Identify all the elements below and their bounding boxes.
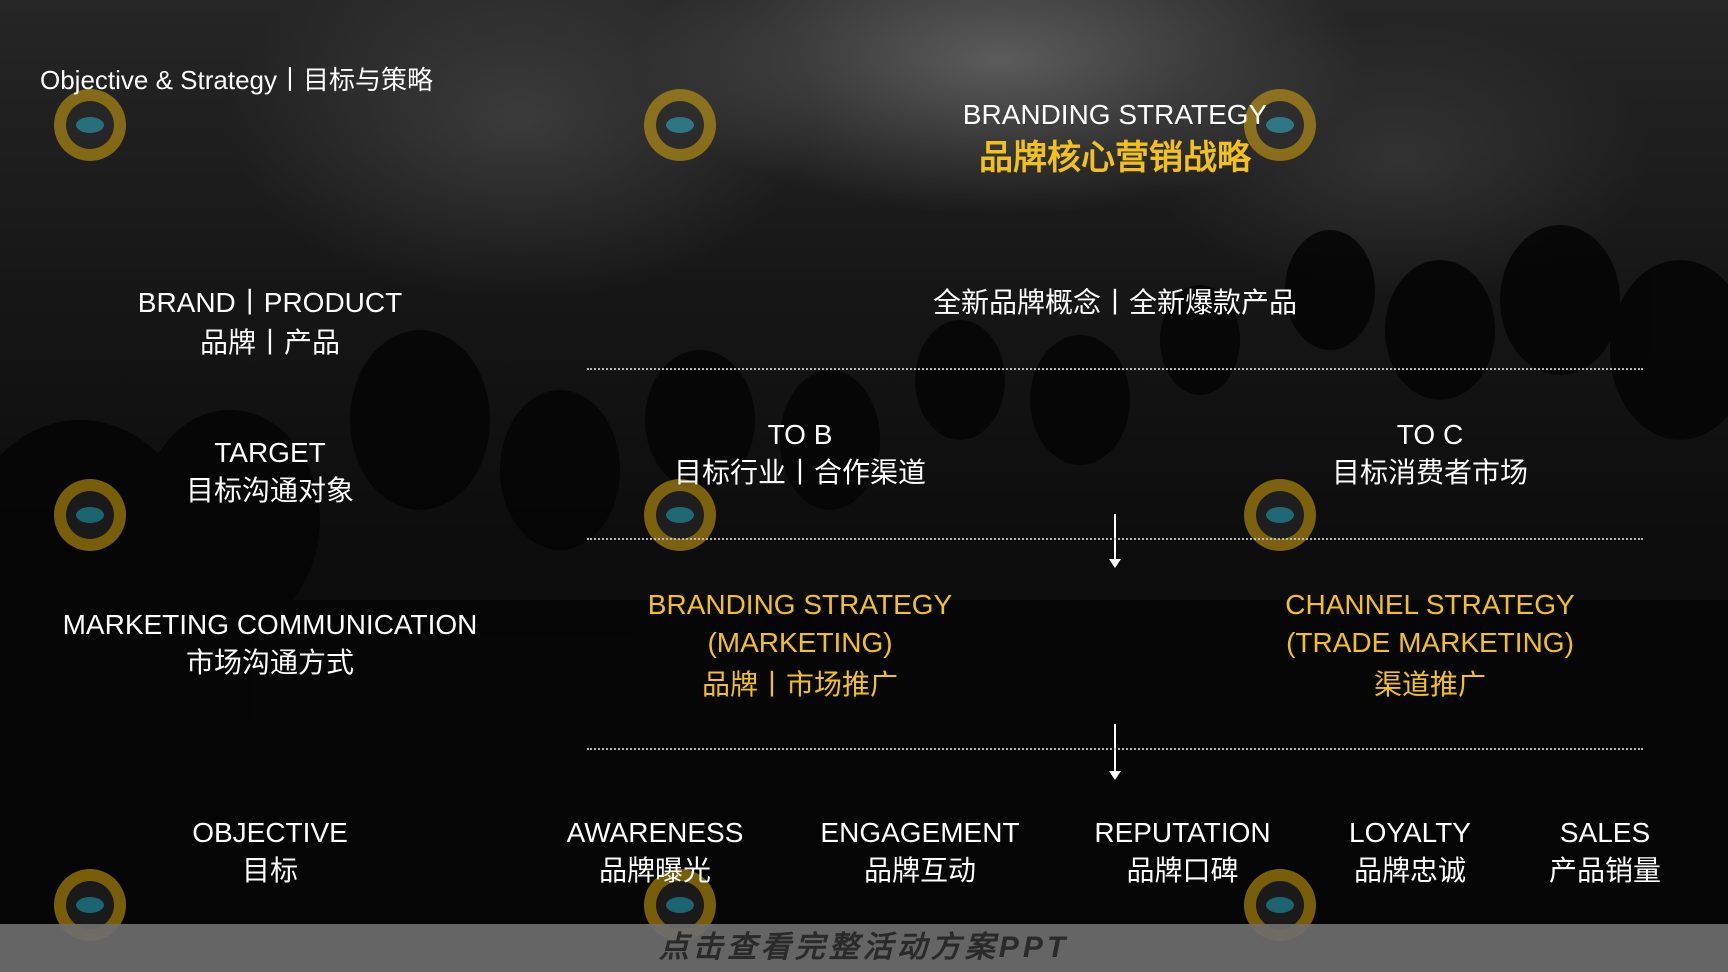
watermark-logo	[620, 40, 850, 175]
down-arrow-icon	[1109, 514, 1121, 568]
row-label-zh: 目标	[241, 855, 298, 886]
slide-header: Objective & Strategy丨目标与策略	[40, 65, 433, 95]
row-label-en: BRAND丨PRODUCT	[137, 287, 403, 318]
target-tob: TO B 目标行业丨合作渠道	[620, 416, 980, 492]
row-label-zh: 目标沟通对象	[185, 475, 354, 506]
objective-item: LOYALTY 品牌忠诚	[1320, 814, 1500, 890]
strategy-channel-zh: 渠道推广	[1373, 669, 1486, 700]
strategy-branding: BRANDING STRATEGY (MARKETING) 品牌丨市场推广	[590, 586, 1010, 704]
objective-item: REPUTATION 品牌口碑	[1070, 814, 1295, 890]
objective-item-zh: 品牌口碑	[1126, 855, 1239, 886]
objective-item-en: REPUTATION	[1094, 817, 1271, 848]
objective-item-zh: 品牌忠诚	[1353, 855, 1466, 886]
watermark-logo	[1220, 820, 1450, 955]
watermark-logo	[620, 820, 850, 955]
watermark-logo	[1220, 430, 1450, 565]
footer-link[interactable]: 点击查看完整活动方案PPT	[658, 931, 1070, 964]
objective-item-zh: 品牌曝光	[598, 855, 711, 886]
row-label-en: MARKETING COMMUNICATION	[62, 609, 478, 640]
strategy-branding-zh: 品牌丨市场推广	[701, 669, 898, 700]
watermark-logo	[30, 40, 260, 175]
objective-item-en: LOYALTY	[1349, 817, 1471, 848]
hero-title-zh: 品牌核心营销战略	[979, 139, 1251, 177]
watermark-logo	[30, 430, 260, 565]
objective-item-en: ENGAGEMENT	[820, 817, 1020, 848]
objective-item-zh: 产品销量	[1548, 855, 1661, 886]
footer-banner[interactable]: 点击查看完整活动方案PPT	[0, 924, 1728, 972]
row-label-en: TARGET	[214, 437, 326, 468]
objective-item-en: AWARENESS	[566, 817, 744, 848]
target-toc-desc: 目标消费者市场	[1331, 457, 1528, 488]
row-label-target: TARGET 目标沟通对象	[70, 434, 470, 510]
row-label-objective: OBJECTIVE 目标	[70, 814, 470, 890]
objective-item-zh: 品牌互动	[863, 855, 976, 886]
watermark-logo	[1220, 40, 1450, 175]
objective-item: ENGAGEMENT 品牌互动	[800, 814, 1040, 890]
hero-title: BRANDING STRATEGY 品牌核心营销战略	[865, 96, 1365, 180]
objective-item: AWARENESS 品牌曝光	[540, 814, 770, 890]
watermark-logo	[620, 430, 850, 565]
strategy-branding-title: BRANDING STRATEGY	[647, 589, 953, 620]
objective-item: SALES 产品销量	[1520, 814, 1690, 890]
hero-title-en: BRANDING STRATEGY	[962, 99, 1268, 130]
strategy-branding-sub: (MARKETING)	[707, 627, 893, 658]
target-tob-title: TO B	[767, 419, 833, 450]
row-label-marketing: MARKETING COMMUNICATION 市场沟通方式	[40, 606, 500, 682]
strategy-channel: CHANNEL STRATEGY (TRADE MARKETING) 渠道推广	[1210, 586, 1650, 704]
row-label-en: OBJECTIVE	[192, 817, 348, 848]
target-tob-desc: 目标行业丨合作渠道	[673, 457, 926, 488]
divider	[587, 748, 1643, 750]
strategy-channel-sub: (TRADE MARKETING)	[1286, 627, 1574, 658]
row-label-zh: 市场沟通方式	[185, 647, 354, 678]
strategy-channel-title: CHANNEL STRATEGY	[1285, 589, 1575, 620]
divider	[587, 538, 1643, 540]
target-toc-title: TO C	[1396, 419, 1464, 450]
brand-product-content: 全新品牌概念丨全新爆款产品	[932, 287, 1297, 318]
objective-item-en: SALES	[1559, 817, 1651, 848]
watermark-logo	[30, 820, 260, 955]
divider	[587, 368, 1643, 370]
row-label-brand: BRAND丨PRODUCT 品牌丨产品	[70, 284, 470, 362]
row-label-zh: 品牌丨产品	[199, 327, 340, 358]
target-toc: TO C 目标消费者市场	[1230, 416, 1630, 492]
